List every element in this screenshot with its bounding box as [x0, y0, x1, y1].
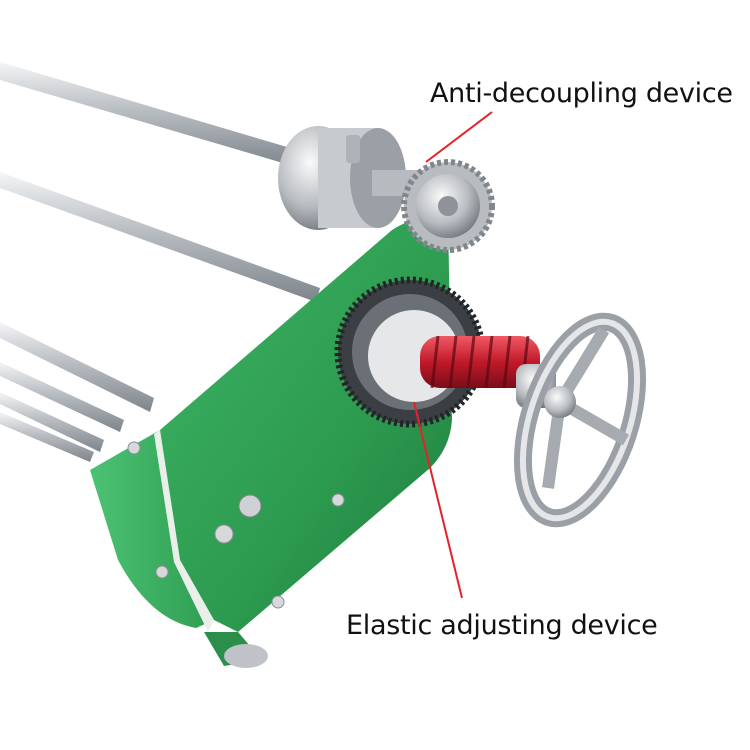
anti-decoupling-label: Anti-decoupling device: [430, 78, 733, 109]
elastic-adjusting-pointer: [413, 401, 463, 599]
anti-decoupling-pointer: [425, 111, 493, 163]
small-gear: [401, 159, 495, 253]
handwheel: [513, 312, 647, 528]
elastic-adjusting-label: Elastic adjusting device: [346, 610, 658, 641]
steel-rods: [0, 62, 320, 462]
shaft-collar: [278, 126, 424, 230]
